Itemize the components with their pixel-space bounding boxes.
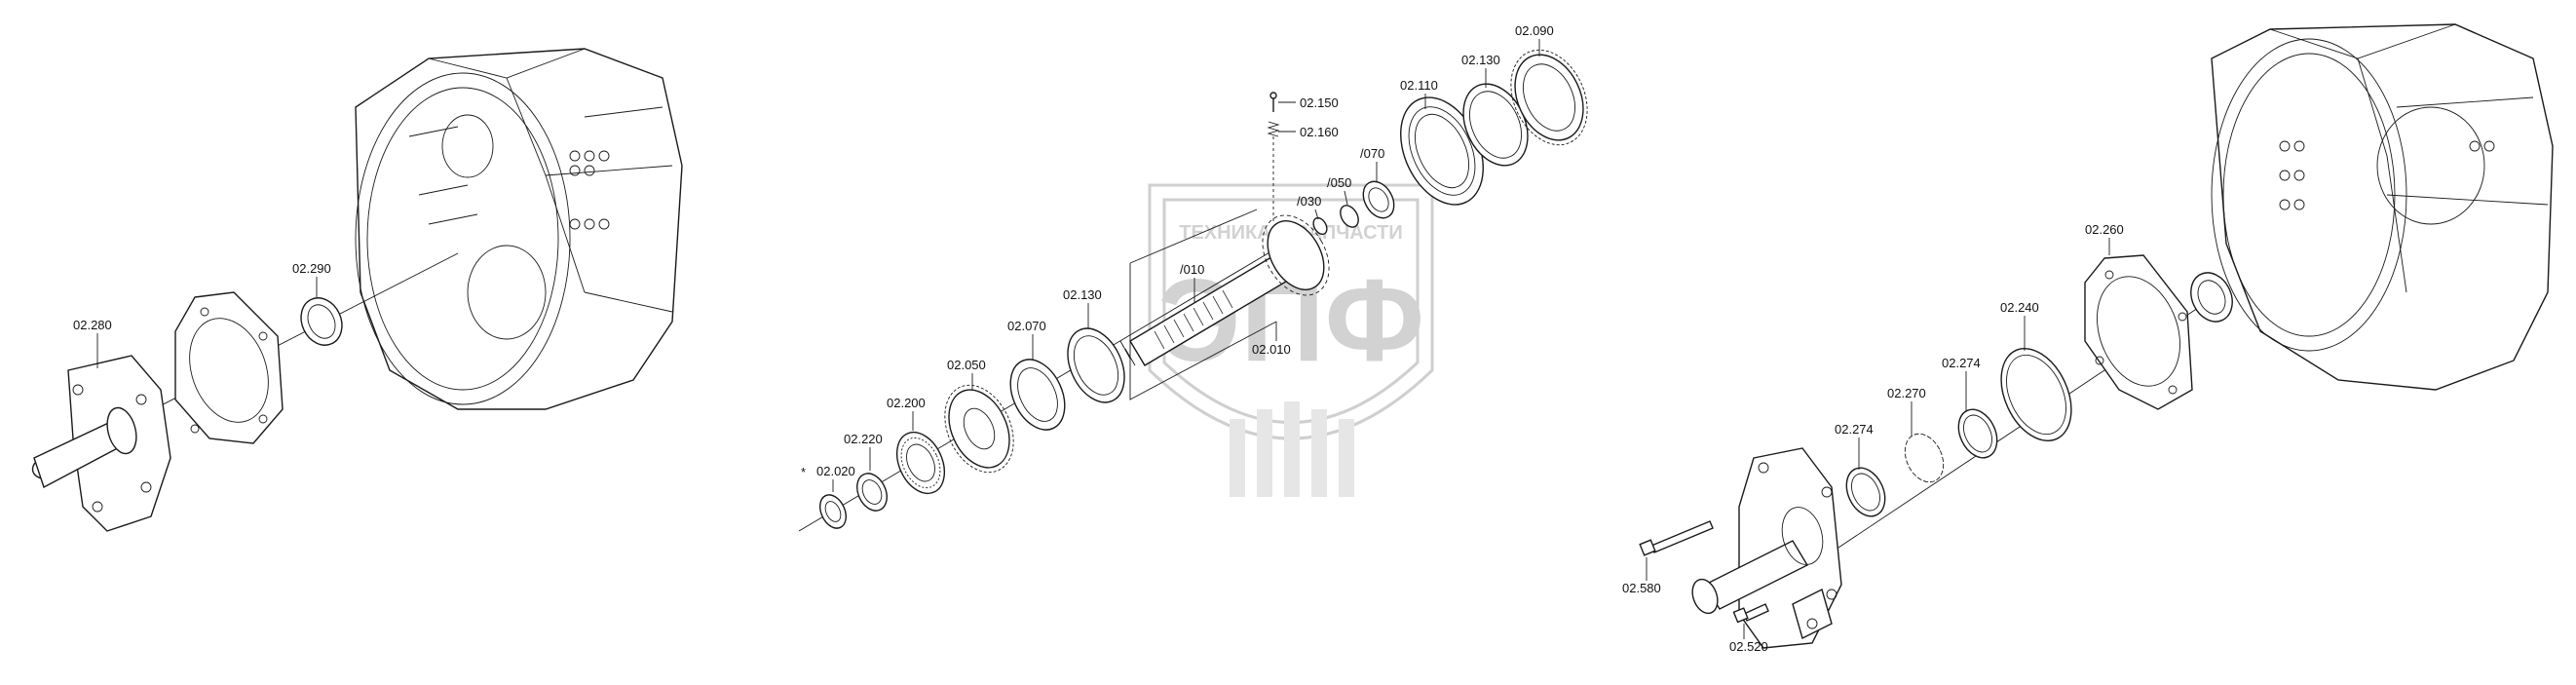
nut-02-020 (819, 494, 847, 529)
label-02-090: 02.090 (1515, 23, 1554, 38)
label-02-240: 02.240 (2000, 300, 2039, 315)
cover-right (1691, 447, 1842, 649)
right-transmission-housing (2211, 23, 2554, 391)
label-010: /010 (1180, 262, 1204, 277)
circlip-02-270 (1904, 433, 1945, 483)
label-02-150: 02.150 (1300, 95, 1339, 110)
label-030: /030 (1297, 194, 1321, 209)
label-group-center: * 02.020 02.220 02.200 02.050 02.070 02.… (801, 23, 1554, 492)
label-02-274-upper: 02.274 (1942, 356, 1981, 370)
small-washer-030 (1312, 216, 1328, 236)
label-050: /050 (1327, 175, 1351, 190)
label-02-130-upper: 02.130 (1461, 53, 1500, 67)
ring-070 (1362, 180, 1395, 219)
ring-02-070 (1009, 359, 1066, 431)
gear-teeth-shaft (1262, 214, 1330, 296)
ring-02-274-lower (1845, 467, 1886, 517)
gear-02-050 (944, 384, 1014, 474)
label-02-160: 02.160 (1300, 125, 1339, 139)
label-070: /070 (1360, 146, 1384, 161)
label-02-580: 02.580 (1622, 581, 1661, 595)
label-02-260: 02.260 (2085, 222, 2124, 237)
cover-02-280 (31, 355, 171, 532)
seal-ring-right (2190, 272, 2233, 323)
wheat-icon (1230, 401, 1354, 497)
label-02-220: 02.220 (844, 432, 883, 446)
label-02-070: 02.070 (1007, 319, 1046, 333)
pin-02-150 (1269, 92, 1277, 112)
label-02-020: 02.020 (816, 464, 855, 478)
small-ring-050 (1340, 205, 1359, 228)
label-02-050: 02.050 (947, 358, 986, 372)
label-02-270: 02.270 (1887, 386, 1926, 400)
input-shaft-02-010 (1119, 214, 1330, 366)
toothed-ring-02-090 (1510, 49, 1588, 146)
gasket-left (174, 291, 284, 444)
label-group-right: 02.260 02.240 02.274 02.270 02.274 02.58… (1622, 222, 2124, 654)
left-transmission-housing (355, 48, 683, 410)
label-02-280: 02.280 (73, 318, 112, 332)
sync-ring-02-130-lower (1067, 327, 1125, 403)
label-02-130-lower: 02.130 (1063, 287, 1102, 302)
label-02-290: 02.290 (292, 261, 331, 276)
label-02-274-lower: 02.274 (1835, 422, 1874, 437)
label-02-520: 02.520 (1729, 639, 1768, 654)
shim-02-240 (2000, 348, 2072, 441)
bolt-02-580 (1639, 520, 1714, 556)
bearing-02-200 (895, 431, 946, 495)
ring-02-274-upper (1957, 408, 1998, 459)
gasket-02-260 (2084, 254, 2193, 410)
asterisk-marker: * (801, 465, 806, 479)
ring-02-220 (856, 473, 888, 512)
spring-02-160 (1267, 121, 1280, 137)
label-02-200: 02.200 (887, 396, 926, 410)
label-02-110: 02.110 (1400, 78, 1438, 93)
label-02-010: 02.010 (1252, 342, 1291, 357)
label-group-left: 02.290 02.280 (73, 261, 331, 368)
bolt-02-520 (1732, 603, 1769, 624)
seal-ring-02-290 (300, 297, 343, 346)
